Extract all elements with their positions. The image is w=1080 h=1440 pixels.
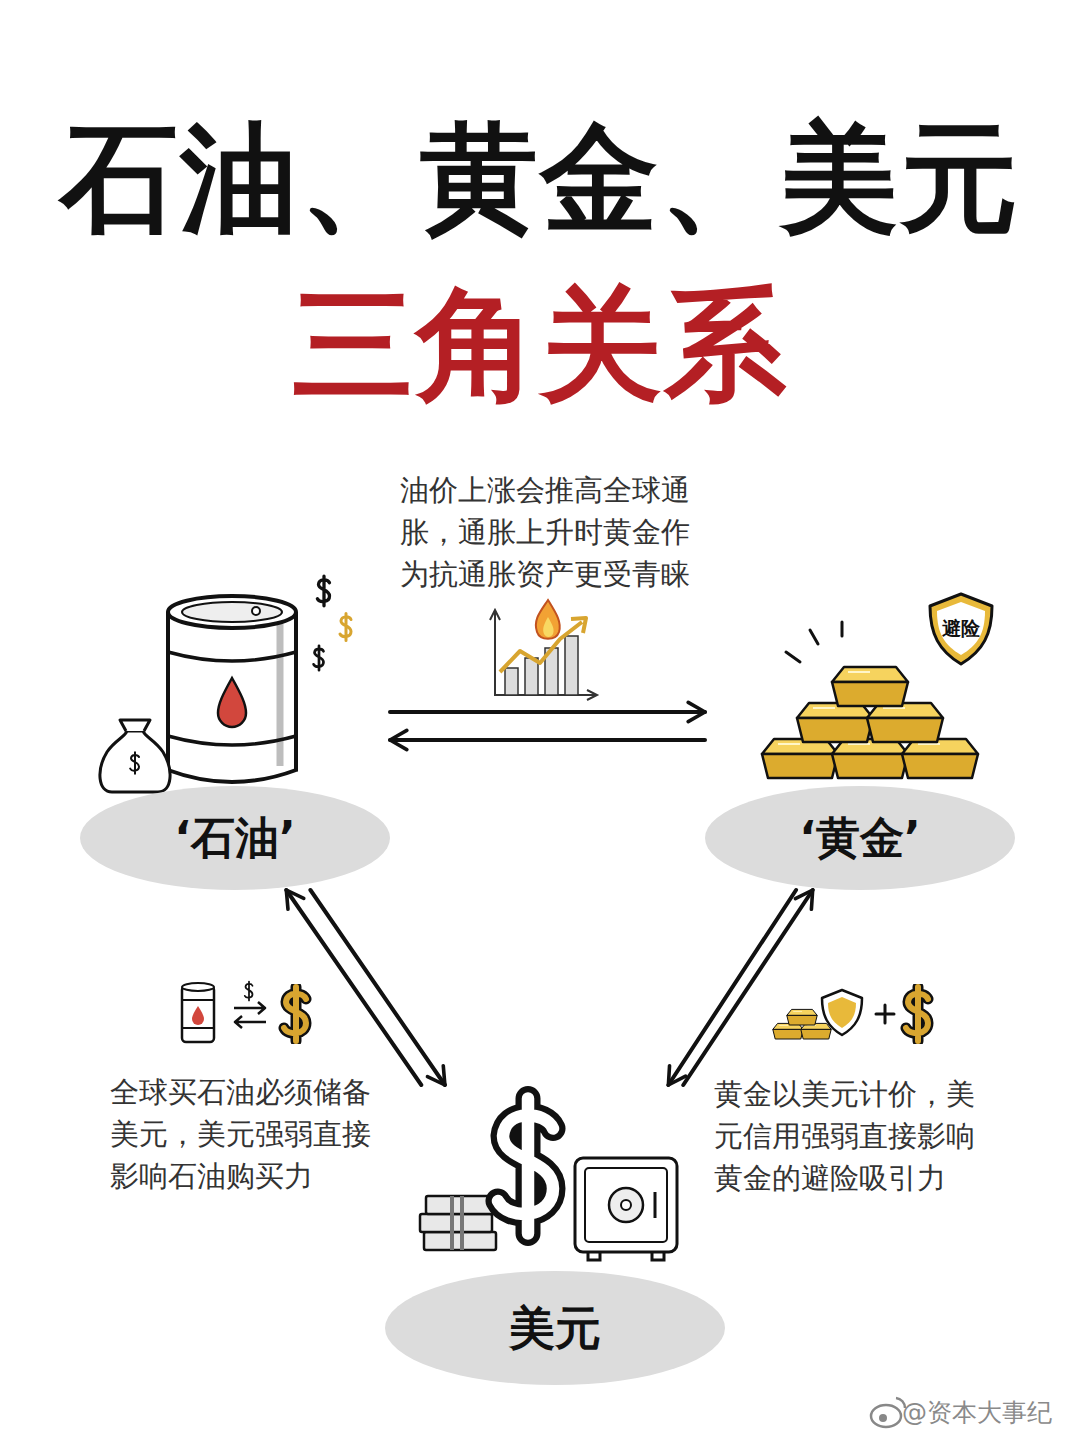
gold-bar — [773, 1023, 803, 1039]
big-dollar-symbol — [498, 1099, 553, 1234]
barrel-bung — [252, 607, 260, 615]
mini-shield — [822, 990, 862, 1035]
dollar-symbol — [317, 576, 329, 606]
barrel-lid — [182, 602, 282, 622]
gold-bar — [797, 703, 873, 742]
exchange-arrows — [234, 1002, 266, 1028]
dollar-symbol — [284, 987, 306, 1041]
dollar-symbol — [906, 987, 928, 1041]
dollar-symbol — [284, 987, 306, 1041]
arrow-connector — [286, 890, 421, 1085]
arrow-connector — [683, 890, 812, 1085]
dollar-symbol — [314, 646, 324, 670]
barrel-rib — [168, 736, 296, 745]
bag-body — [100, 731, 170, 792]
shield-outer — [930, 594, 992, 664]
arrow-connector — [390, 710, 705, 714]
callout-note: 全球买石油必须储备美元，美元强弱直接影响石油购买力 — [110, 1071, 385, 1197]
plus-sign — [876, 1005, 894, 1023]
callout-note: 油价上涨会推高全球通胀，通胀上升时黄金作为抗通胀资产更受青睐 — [400, 469, 700, 595]
barrel-body — [168, 612, 296, 782]
node-label: 美元 — [385, 1298, 725, 1358]
gold-bar — [762, 739, 838, 778]
cash-band — [452, 1196, 462, 1250]
gold-bar — [832, 667, 908, 706]
gold-bar — [787, 1009, 817, 1025]
chart-bar — [565, 636, 578, 695]
safe-dial — [609, 1188, 643, 1222]
node-ellipse — [80, 786, 390, 890]
safe-handle — [588, 1192, 664, 1260]
subtitle: 三角关系 — [0, 275, 1080, 415]
mini-oil-drop — [192, 1006, 204, 1025]
watermark: @资本大事纪 — [902, 1396, 1072, 1430]
dollar-symbol — [906, 987, 928, 1041]
bag-tie — [120, 720, 150, 731]
dollar-illustration — [420, 1099, 677, 1261]
inflation-chart-icon — [490, 600, 597, 700]
gold-bar — [902, 739, 978, 778]
oil-dollar-icon — [182, 982, 306, 1042]
flame — [536, 600, 560, 639]
mini-barrel-top — [182, 983, 214, 991]
shield-label: 避险 — [931, 615, 991, 641]
weibo-logo — [871, 1398, 905, 1427]
callout-note: 黄金以美元计价，美元信用强弱直接影响黄金的避险吸引力 — [714, 1073, 989, 1199]
diagram-title: 石油、黄金、美元 — [0, 108, 1080, 248]
node-ellipse — [705, 786, 1015, 890]
node-ellipse — [385, 1271, 725, 1385]
money-bag — [100, 720, 170, 792]
gold-bar — [832, 739, 908, 778]
chart-bar — [525, 658, 538, 695]
logo-eye — [879, 1414, 887, 1422]
dollar-symbol — [130, 752, 139, 774]
gold-dollar-icon — [773, 987, 928, 1041]
flame-core — [543, 617, 553, 637]
arrow-connector — [310, 890, 444, 1085]
mini-barrel-rib — [182, 1000, 214, 1028]
gold-bar — [867, 703, 943, 742]
barrel-shade — [277, 624, 284, 766]
dollar-symbol — [340, 614, 351, 641]
safe-body — [575, 1158, 677, 1252]
oil-barrel — [168, 596, 296, 782]
safe-dial-center — [621, 1200, 631, 1210]
chart-trend-head — [571, 618, 586, 633]
dollar-symbol — [245, 982, 253, 1001]
barrel-rib — [168, 652, 296, 661]
node-label: ‘石油’ — [80, 809, 390, 867]
shine-lines — [786, 622, 842, 662]
mini-shield-inner — [828, 997, 856, 1028]
ellipse-node: ‘石油’ — [80, 580, 390, 890]
barrel-top — [168, 596, 296, 628]
safe-haven-shield — [930, 594, 992, 664]
big-dollar-symbol — [498, 1099, 553, 1234]
mini-barrel — [182, 986, 214, 1042]
node-label: ‘黄金’ — [705, 809, 1015, 867]
oil-drop — [218, 678, 246, 727]
cash-stack — [420, 1214, 492, 1232]
logo-shape — [871, 1405, 901, 1427]
ellipse-node: 美元 — [385, 1085, 725, 1385]
arrow-connector — [390, 738, 705, 742]
gold-bar — [801, 1023, 831, 1039]
chart-bar — [505, 668, 518, 695]
arrow-connector — [668, 890, 796, 1085]
